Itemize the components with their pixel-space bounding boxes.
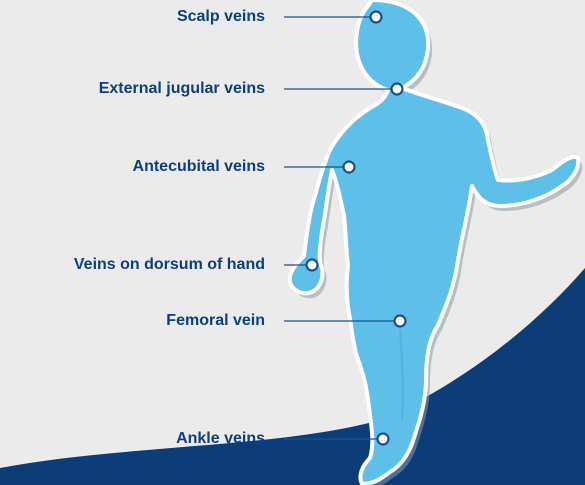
label-antecubital-veins: Antecubital veins [133,157,265,177]
marker-scalp [371,12,382,23]
marker-hand [307,260,318,271]
marker-antecubital [344,162,355,173]
marker-femoral [395,316,406,327]
marker-ankle [378,434,389,445]
label-scalp-veins: Scalp veins [177,7,265,27]
label-femoral-vein: Femoral vein [166,311,265,331]
label-dorsum-hand-veins: Veins on dorsum of hand [74,255,265,275]
marker-jugular [392,84,403,95]
label-ankle-veins: Ankle veins [176,429,265,449]
label-external-jugular-veins: External jugular veins [99,79,265,99]
